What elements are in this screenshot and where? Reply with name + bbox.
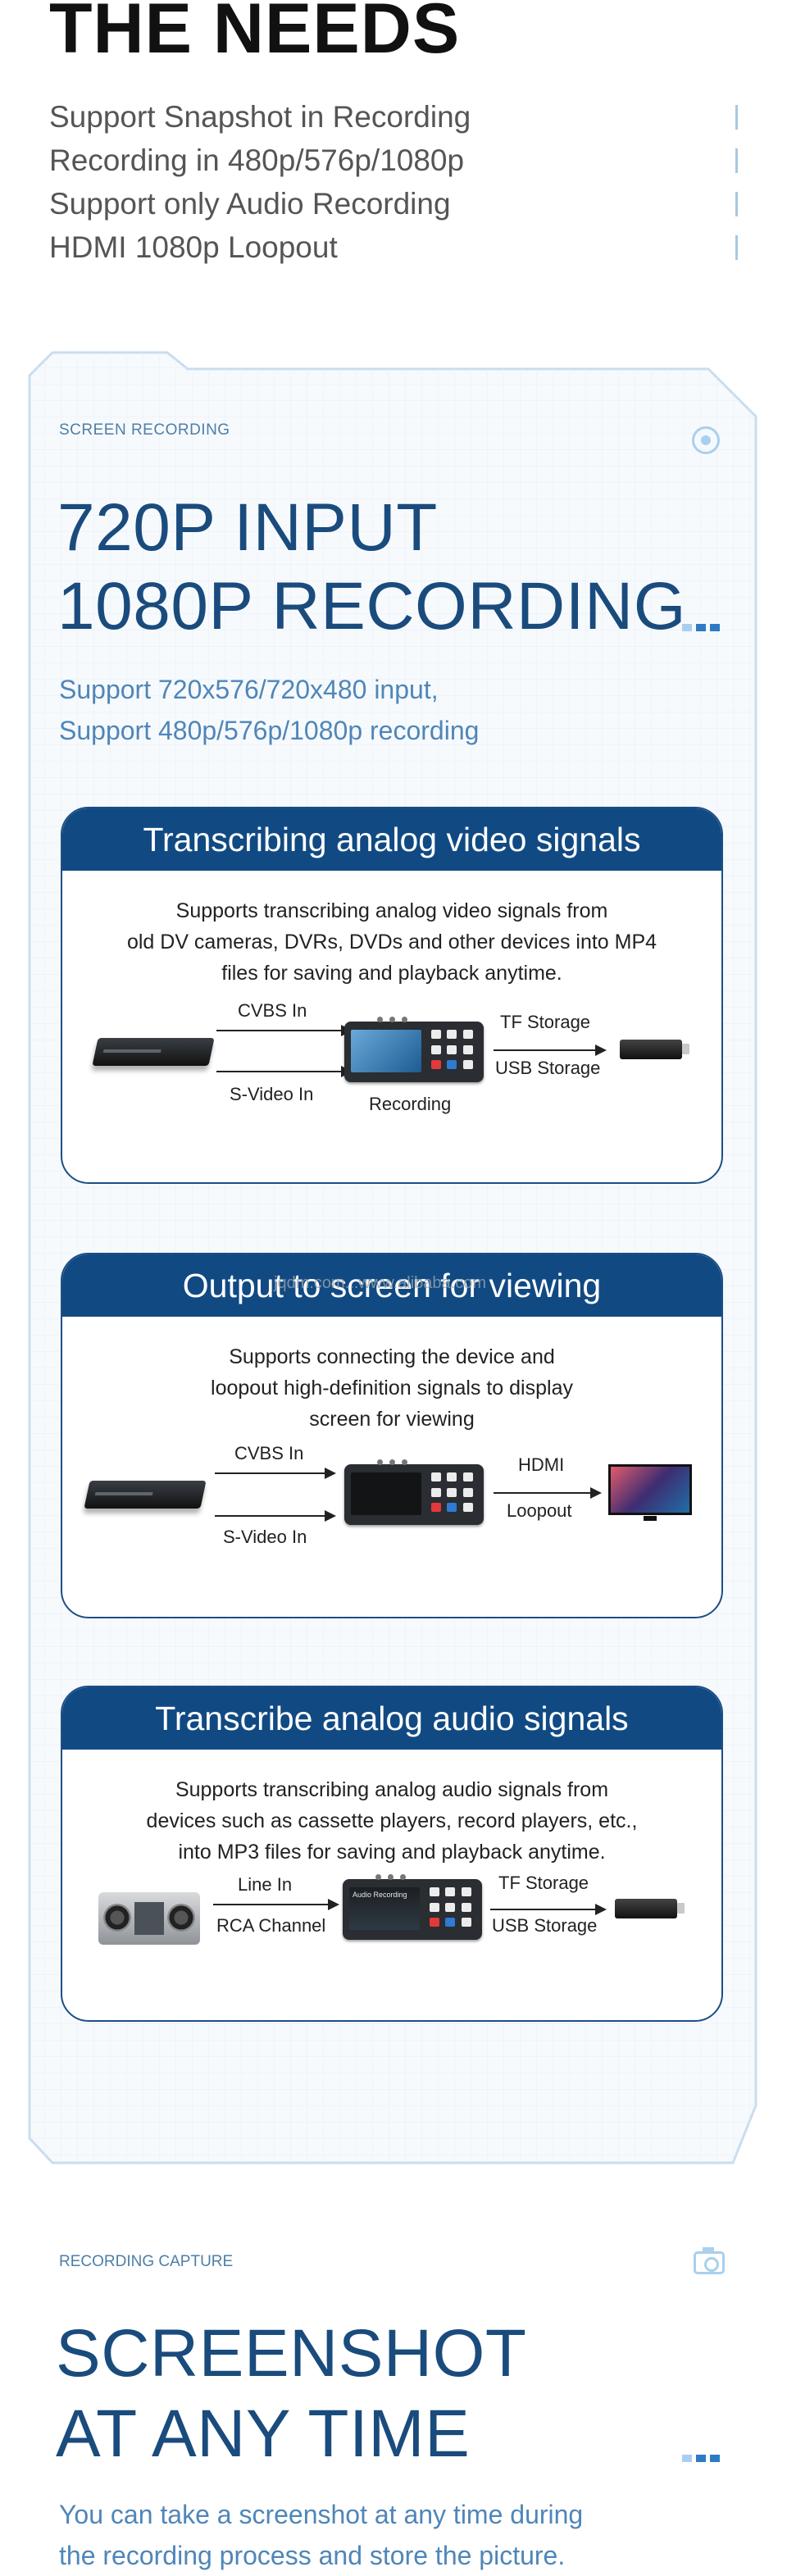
cassette-player-image bbox=[98, 1892, 200, 1945]
description-line: old DV cameras, DVRs, DVDs and other dev… bbox=[126, 931, 657, 953]
signal-diagram: CVBS In S-Video In HDMI Loopout bbox=[62, 1435, 721, 1599]
output-label-top: TF Storage bbox=[500, 1012, 591, 1032]
feature-description: Supports transcribing analog video signa… bbox=[62, 895, 721, 989]
needs-item: Recording in 480p/576p/1080p bbox=[49, 139, 738, 182]
section-tag: RECORDING CAPTURE bbox=[59, 2253, 234, 2270]
hero-subtitle-line: Support 720x576/720x480 input, bbox=[59, 675, 439, 704]
feature-title: Transcribe analog audio signals bbox=[62, 1687, 721, 1750]
hero-title-line: 720P INPUT bbox=[57, 490, 438, 565]
capture-subtitle: You can take a screenshot at any time du… bbox=[59, 2494, 583, 2576]
dvd-player-image bbox=[84, 1481, 207, 1509]
output-label-bottom: USB Storage bbox=[492, 1915, 598, 1936]
description-line: files for saving and playback anytime. bbox=[221, 962, 562, 985]
recorder-device-image: Audio Recording bbox=[343, 1874, 482, 1940]
tv-image bbox=[608, 1464, 692, 1521]
usb-drive-image bbox=[615, 1899, 685, 1918]
screen-recording-card: SCREEN RECORDING 720P INPUT 1080P RECORD… bbox=[28, 351, 757, 2164]
output-label-bottom: Loopout bbox=[507, 1500, 572, 1521]
output-label-top: TF Storage bbox=[498, 1873, 589, 1893]
camera-icon bbox=[694, 2247, 725, 2274]
divider bbox=[735, 235, 738, 260]
arrow-icon bbox=[216, 1066, 353, 1077]
arrow-icon bbox=[494, 1487, 602, 1499]
capture-title: SCREENSHOT AT ANY TIME bbox=[56, 2314, 527, 2474]
arrow-icon bbox=[490, 1904, 607, 1915]
input-label-bottom: S-Video In bbox=[223, 1527, 307, 1547]
input-label-top: Line In bbox=[238, 1874, 293, 1895]
recorder-device-image bbox=[344, 1017, 484, 1082]
output-label-top: HDMI bbox=[518, 1454, 565, 1475]
arrow-icon bbox=[215, 1468, 336, 1479]
device-label: Recording bbox=[369, 1094, 452, 1114]
section-tag: SCREEN RECORDING bbox=[59, 421, 230, 439]
capture-title-line: SCREENSHOT bbox=[56, 2316, 527, 2391]
needs-item: Support only Audio Recording bbox=[49, 182, 738, 225]
divider bbox=[735, 148, 738, 173]
needs-item-label: Support only Audio Recording bbox=[49, 187, 451, 221]
input-label-bottom: RCA Channel bbox=[216, 1915, 326, 1936]
feature-title: Output to screen for viewing bbox=[62, 1254, 721, 1317]
input-label-top: CVBS In bbox=[238, 1000, 307, 1021]
arrow-icon bbox=[215, 1510, 336, 1522]
recorder-device-image bbox=[344, 1459, 484, 1525]
hero-subtitle-line: Support 480p/576p/1080p recording bbox=[59, 716, 480, 745]
target-icon bbox=[692, 426, 720, 454]
capture-subtitle-line: the recording process and store the pict… bbox=[59, 2541, 566, 2570]
hero-title: 720P INPUT 1080P RECORDING bbox=[57, 489, 686, 646]
needs-item-label: Support Snapshot in Recording bbox=[49, 100, 471, 134]
feature-description: Supports transcribing analog audio signa… bbox=[62, 1774, 721, 1868]
arrow-icon bbox=[213, 1899, 339, 1910]
feature-title: Transcribing analog video signals bbox=[62, 808, 721, 871]
feature-audio-transcribe: Transcribe analog audio signals Supports… bbox=[61, 1686, 723, 2022]
capture-title-line: AT ANY TIME bbox=[56, 2396, 471, 2471]
dvd-player-image bbox=[92, 1038, 215, 1066]
arrow-icon bbox=[216, 1025, 353, 1036]
needs-title: THE NEEDS bbox=[49, 0, 461, 68]
feature-description: Supports connecting the device and loopo… bbox=[62, 1341, 721, 1435]
needs-item-label: HDMI 1080p Loopout bbox=[49, 230, 338, 264]
needs-item: HDMI 1080p Loopout bbox=[49, 225, 738, 269]
description-line: Supports transcribing analog video signa… bbox=[175, 899, 608, 922]
feature-video-transcribe: Transcribing analog video signals Suppor… bbox=[61, 807, 723, 1184]
watermark: jqdm.com...www.alibaba.com bbox=[274, 1274, 486, 1292]
device-screen-text: Audio Recording bbox=[353, 1891, 407, 1899]
hero-subtitle: Support 720x576/720x480 input, Support 4… bbox=[59, 669, 479, 751]
description-line: Supports connecting the device and bbox=[229, 1345, 555, 1368]
needs-list: Support Snapshot in Recording Recording … bbox=[49, 95, 738, 269]
output-label-bottom: USB Storage bbox=[495, 1058, 601, 1078]
description-line: into MP3 files for saving and playback a… bbox=[178, 1841, 606, 1864]
divider bbox=[735, 105, 738, 130]
feature-output-screen: Output to screen for viewing Supports co… bbox=[61, 1253, 723, 1618]
description-line: screen for viewing bbox=[309, 1408, 475, 1431]
hero-title-line: 1080P RECORDING bbox=[57, 569, 687, 644]
description-line: loopout high-definition signals to displ… bbox=[211, 1377, 573, 1400]
signal-diagram: Line In RCA Channel Audio Recording TF S… bbox=[62, 1868, 721, 2020]
needs-item-label: Recording in 480p/576p/1080p bbox=[49, 143, 465, 177]
description-line: Supports transcribing analog audio signa… bbox=[175, 1778, 609, 1801]
input-label-top: CVBS In bbox=[234, 1443, 304, 1463]
dots-icon bbox=[682, 2455, 720, 2462]
description-line: devices such as cassette players, record… bbox=[146, 1809, 638, 1832]
divider bbox=[735, 192, 738, 216]
needs-section: THE NEEDS Support Snapshot in Recording … bbox=[49, 0, 738, 269]
arrow-icon bbox=[494, 1045, 607, 1056]
capture-subtitle-line: You can take a screenshot at any time du… bbox=[59, 2500, 584, 2529]
needs-item: Support Snapshot in Recording bbox=[49, 95, 738, 139]
usb-drive-image bbox=[620, 1040, 689, 1059]
dots-icon bbox=[682, 624, 720, 631]
signal-diagram: CVBS In S-Video In Recording TF Storage … bbox=[62, 989, 721, 1153]
input-label-bottom: S-Video In bbox=[230, 1084, 314, 1104]
